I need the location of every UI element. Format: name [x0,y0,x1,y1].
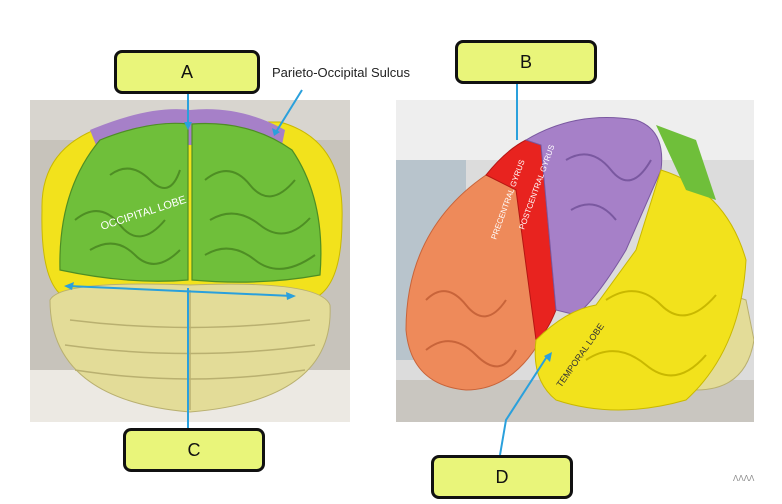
label-box-c: C [123,428,265,472]
label-box-a: A [114,50,260,94]
label-box-b: B [455,40,597,84]
label-box-d: D [431,455,573,499]
parieto-occipital-sulcus-label: Parieto-Occipital Sulcus [272,65,410,80]
brain-posterior-photo: OCCIPITAL LOBE [30,100,350,422]
brain-lateral-photo: PRECENTRAL GYRUS POSTCENTRAL GYRUS TEMPO… [396,100,754,422]
watermark: ΛΛΛΛ [733,474,755,483]
